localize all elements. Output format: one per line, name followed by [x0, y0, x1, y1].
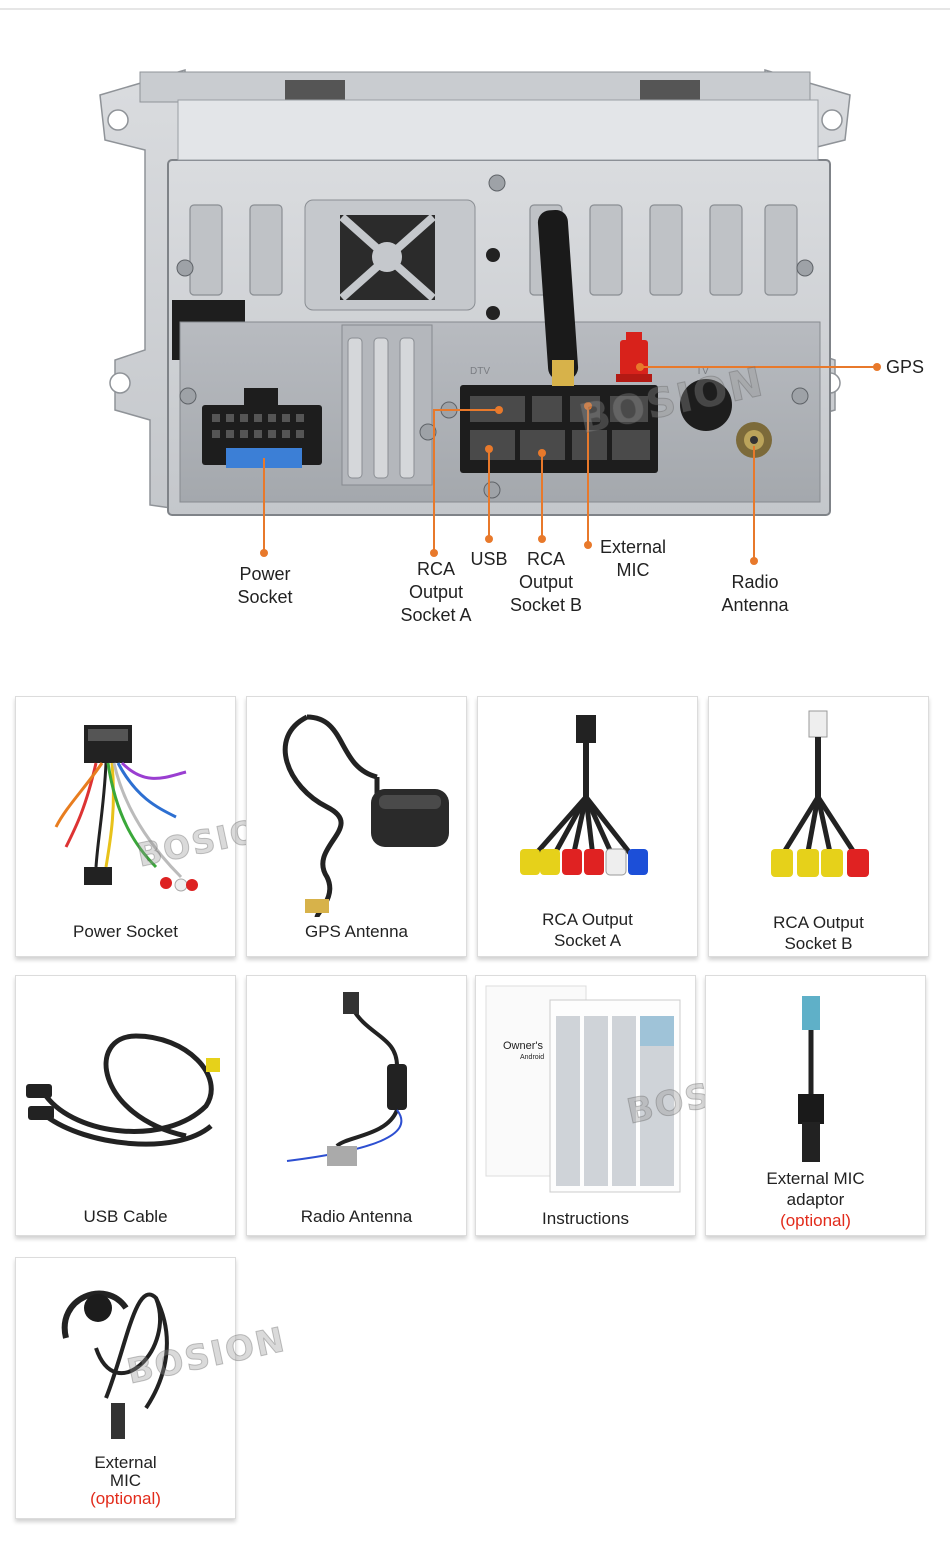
caption-instructions: Instructions	[542, 1209, 629, 1228]
card-radio-antenna: Radio Antenna	[246, 975, 467, 1236]
instructions-image	[485, 985, 681, 1193]
rca-a-callout: RCA Output Socket A	[400, 559, 472, 625]
power-leader-line	[263, 458, 265, 552]
card-usb-cable: USB Cable	[15, 975, 236, 1236]
chassis-top	[177, 99, 819, 161]
stick-antenna	[537, 209, 579, 386]
gps-antenna-image	[282, 714, 449, 918]
ext-mic-leader-dot-start	[584, 402, 592, 410]
caption-rca-b-text: RCA Output Socket B	[773, 913, 864, 953]
screws	[176, 174, 814, 499]
caption-ext-mic-text: External MIC	[94, 1453, 157, 1490]
rca-b-leader-dot-end	[538, 535, 546, 543]
av-connector-block	[460, 385, 658, 473]
top-clip-right	[640, 80, 700, 100]
external-mic-image	[61, 1290, 169, 1439]
power-connector	[202, 388, 322, 468]
gps-leader-line	[640, 366, 876, 368]
gps-leader-dot-end	[873, 363, 881, 371]
rca-a-leader-horizontal	[433, 409, 499, 411]
mic-adaptor-image	[798, 996, 824, 1162]
radio-leader-line	[753, 446, 755, 560]
caption-gps-antenna: GPS Antenna	[304, 922, 409, 941]
rca-a-leader-dot-end	[430, 549, 438, 557]
rca-a-image	[520, 715, 648, 876]
radio-antenna-image	[286, 992, 407, 1166]
mounting-bracket-left	[99, 68, 186, 511]
usb-cable-image	[26, 1033, 220, 1147]
ext-mic-callout: External MIC	[599, 537, 667, 580]
top-divider	[0, 8, 950, 10]
ext-mic-leader-dot-end	[584, 541, 592, 549]
gps-leader-dot-start	[636, 363, 644, 371]
optional-tag: (optional)	[780, 1211, 851, 1230]
caption-rca-a-text: RCA Output Socket A	[542, 910, 633, 950]
optional-tag: (optional)	[90, 1489, 161, 1508]
head-unit-back-panel: DTV TV GPS Power Socket RCA Output Socke…	[0, 0, 950, 650]
tv-port	[680, 379, 732, 431]
power-harness-image	[54, 725, 198, 892]
rca-b-callout: RCA Output Socket B	[509, 549, 583, 615]
caption-ext-mic: External MIC (optional)	[16, 1454, 235, 1508]
card-instructions: Owner's Android BOSION Instructions	[475, 975, 790, 1236]
caption-rca-b: RCA Output Socket B	[709, 912, 928, 954]
caption-power-socket: Power Socket	[73, 922, 178, 941]
usb-leader-line	[488, 448, 490, 538]
usb-callout: USB	[470, 549, 508, 569]
panel-mark-tv: TV	[696, 366, 709, 377]
usb-leader-dot-start	[485, 445, 493, 453]
rca-b-leader-dot-start	[538, 449, 546, 457]
center-vents	[347, 337, 415, 479]
card-ext-mic: BOSION External MIC (optional)	[15, 1257, 290, 1519]
radio-leader-dot	[750, 557, 758, 565]
rca-a-leader-dot-start	[495, 406, 503, 414]
rca-a-leader-vertical	[433, 409, 435, 552]
caption-rca-a: RCA Output Socket A	[478, 909, 697, 951]
power-socket-callout: Power Socket	[237, 564, 293, 607]
radio-antenna-callout: Radio Antenna	[721, 572, 789, 615]
card-ext-mic-adaptor: External MIC adaptor (optional)	[705, 975, 926, 1236]
caption-ext-mic-adaptor-text: External MIC adaptor	[766, 1169, 865, 1209]
manual-cover-sub: Android	[520, 1054, 545, 1061]
top-clip-left	[285, 80, 345, 100]
caption-ext-mic-adaptor: External MIC adaptor (optional)	[706, 1168, 925, 1231]
card-gps-antenna: GPS Antenna	[246, 696, 467, 957]
head-unit-illustration	[99, 68, 851, 516]
rca-b-leader-line	[541, 452, 543, 538]
ext-mic-leader-line	[587, 405, 589, 545]
caption-usb-cable: USB Cable	[83, 1207, 168, 1226]
card-rca-a: RCA Output Socket A	[477, 696, 698, 957]
manual-cover-title: Owner's	[503, 1040, 543, 1052]
card-rca-b: RCA Output Socket B	[708, 696, 929, 957]
top-lip	[139, 71, 811, 103]
cooling-fan	[304, 199, 476, 311]
caption-radio-antenna: Radio Antenna	[300, 1207, 413, 1226]
card-power-socket: BOSION Power Socket	[15, 696, 291, 957]
gps-callout: GPS	[886, 357, 925, 377]
rca-b-image	[771, 710, 869, 877]
usb-leader-dot-end	[485, 535, 493, 543]
radio-antenna-port	[736, 422, 772, 458]
panel-mark-dtv: DTV	[470, 366, 490, 377]
power-leader-dot	[260, 549, 268, 557]
